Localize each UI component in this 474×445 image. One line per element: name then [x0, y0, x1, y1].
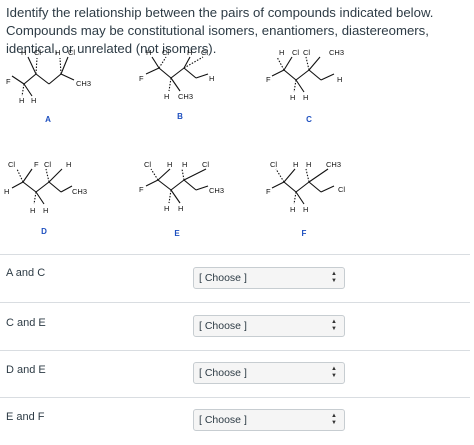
question-text: Identify the relationship between the pa…	[6, 5, 434, 56]
answer-select-a-c[interactable]: [ Choose ] ▲▼	[193, 267, 345, 289]
atom-label: Cl	[44, 160, 51, 169]
atom-label: Cl	[8, 160, 15, 169]
atom-label: H	[55, 48, 60, 57]
atom-label: H	[279, 48, 284, 57]
pair-label-d-e: D and E	[6, 364, 46, 376]
atom-label: CH3	[72, 187, 87, 196]
atom-label: H	[290, 93, 295, 102]
atom-label: CH3	[329, 48, 344, 57]
compound-d-label: D	[41, 227, 47, 236]
select-value: [ Choose ]	[199, 320, 247, 332]
atom-label: Cl	[68, 48, 75, 57]
atom-label: CH3	[178, 92, 193, 101]
answer-select-e-f[interactable]: [ Choose ] ▲▼	[193, 409, 345, 431]
up-down-arrows-icon: ▲▼	[331, 413, 337, 426]
atom-label: CH3	[209, 186, 224, 195]
select-value: [ Choose ]	[199, 367, 247, 379]
atom-label: Cl	[270, 160, 277, 169]
compound-b-structure: H Cl H Cl F H H CH3	[139, 48, 214, 101]
atom-label: H	[303, 93, 308, 102]
atom-label: H	[293, 160, 298, 169]
select-value: [ Choose ]	[199, 272, 247, 284]
atom-label: H	[66, 160, 71, 169]
compound-e-structure: Cl H H Cl F CH3 H H	[139, 160, 224, 213]
atom-label: F	[266, 75, 271, 84]
pair-label-c-e: C and E	[6, 317, 46, 329]
atom-label: H	[21, 48, 26, 57]
answer-select-d-e[interactable]: [ Choose ] ▲▼	[193, 362, 345, 384]
atom-label: H	[164, 204, 169, 213]
row-divider	[0, 397, 470, 398]
up-down-arrows-icon: ▲▼	[331, 271, 337, 284]
atom-label: Cl	[201, 48, 208, 57]
atom-label: H	[303, 205, 308, 214]
row-divider	[0, 350, 470, 351]
atom-label: H	[187, 48, 192, 57]
answer-select-c-e[interactable]: [ Choose ] ▲▼	[193, 315, 345, 337]
atom-label: H	[31, 96, 36, 105]
atom-label: F	[6, 77, 11, 86]
compound-e-label: E	[174, 229, 180, 238]
atom-label: Cl	[144, 160, 151, 169]
atom-label: H	[167, 160, 172, 169]
atom-label: H	[337, 75, 342, 84]
atom-label: H	[209, 74, 214, 83]
atom-label: H	[182, 160, 187, 169]
atom-label: H	[306, 160, 311, 169]
atom-label: F	[139, 185, 144, 194]
row-divider	[0, 254, 470, 255]
select-value: [ Choose ]	[199, 414, 247, 426]
compound-f-label: F	[301, 229, 307, 238]
compound-a-structure: H Cl H Cl F CH3 H H	[6, 48, 91, 105]
atom-label: CH3	[326, 160, 341, 169]
atom-label: Cl	[34, 48, 41, 57]
atom-label: Cl	[202, 160, 209, 169]
atom-label: Cl	[162, 48, 169, 57]
atom-label: H	[19, 96, 24, 105]
compound-f-structure: Cl H H CH3 F Cl H H	[266, 160, 345, 214]
compound-c-label: C	[306, 115, 312, 124]
up-down-arrows-icon: ▲▼	[331, 366, 337, 379]
up-down-arrows-icon: ▲▼	[331, 319, 337, 332]
compound-c-structure: H Cl Cl CH3 F H H H	[266, 48, 344, 102]
atom-label: H	[146, 48, 151, 57]
atom-label: F	[139, 74, 144, 83]
compound-a-label: A	[45, 115, 51, 124]
atom-label: H	[30, 206, 35, 215]
atom-label: Cl	[303, 48, 310, 57]
compound-b-label: B	[177, 112, 183, 121]
pair-label-e-f: E and F	[6, 411, 45, 423]
atom-label: H	[164, 92, 169, 101]
atom-label: H	[178, 204, 183, 213]
row-divider	[0, 302, 470, 303]
compound-d-structure: Cl F Cl H H CH3 H H	[4, 160, 87, 215]
pair-label-a-c: A and C	[6, 267, 46, 279]
atom-label: H	[290, 205, 295, 214]
atom-label: F	[266, 187, 271, 196]
atom-label: H	[4, 187, 9, 196]
atom-label: H	[43, 206, 48, 215]
atom-label: CH3	[76, 79, 91, 88]
atom-label: Cl	[338, 185, 345, 194]
atom-label: Cl	[292, 48, 299, 57]
atom-label: F	[34, 160, 39, 169]
